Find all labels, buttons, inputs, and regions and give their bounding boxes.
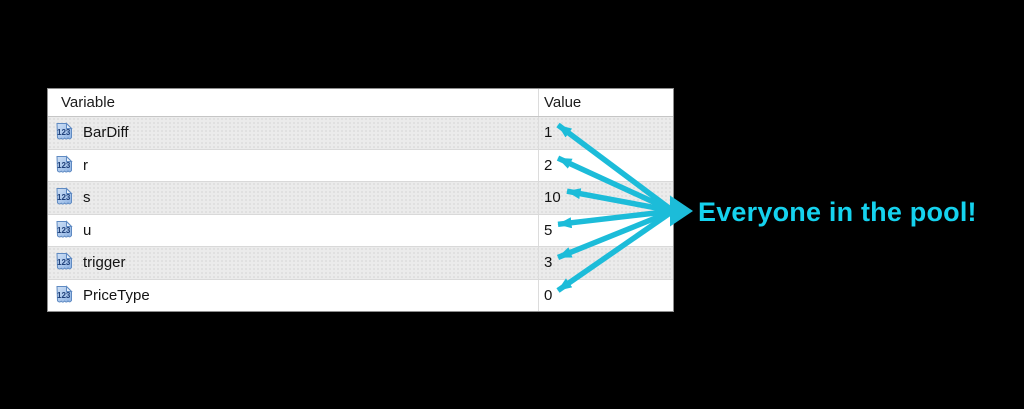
variable-value: 1 [544,124,553,142]
variable-name: BarDiff [83,124,129,142]
variable-cell: 123 r [48,150,538,182]
value-cell: 10 [538,182,673,214]
numeric-variable-icon: 123 [54,220,75,241]
svg-text:123: 123 [57,291,71,300]
numeric-variable-icon: 123 [54,122,75,143]
table-row[interactable]: 123 s 10 [48,181,673,214]
variable-name: PriceType [83,286,150,304]
variable-name: trigger [83,254,126,272]
numeric-variable-icon: 123 [54,187,75,208]
value-cell: 1 [538,117,673,149]
value-cell: 5 [538,214,673,246]
variable-value: 2 [544,156,553,174]
value-cell: 2 [538,149,673,181]
variable-cell: 123 trigger [48,247,538,279]
variable-value: 3 [544,254,553,272]
column-header-value-label: Value [544,94,582,111]
value-cell: 0 [538,279,673,311]
variable-value: 0 [544,286,553,304]
variable-value: 5 [544,221,553,239]
variable-cell: 123 s [48,182,538,214]
svg-text:123: 123 [57,226,71,235]
table-body: 123 BarDiff 1 123 [48,117,673,311]
svg-text:123: 123 [57,258,71,267]
variable-name: s [83,189,91,207]
column-header-value[interactable]: Value [538,89,673,116]
variable-cell: 123 BarDiff [48,117,538,149]
variable-cell: 123 PriceType [48,280,538,312]
table-header-row: Variable Value [48,89,673,117]
variable-name: u [83,221,92,239]
table-row[interactable]: 123 PriceType 0 [48,278,673,312]
numeric-variable-icon: 123 [54,155,75,176]
variable-cell: 123 u [48,215,538,247]
value-cell: 3 [538,247,673,279]
column-header-variable[interactable]: Variable [48,89,538,116]
annotation-label: Everyone in the pool! [698,197,977,227]
svg-text:123: 123 [57,128,71,137]
svg-text:123: 123 [57,193,71,202]
table-row[interactable]: 123 u 5 [48,213,673,247]
svg-text:123: 123 [57,161,71,170]
table-row[interactable]: 123 r 2 [48,148,673,182]
table-row[interactable]: 123 BarDiff 1 [48,117,673,149]
variable-name: r [83,156,88,174]
column-header-variable-label: Variable [61,94,115,111]
variables-watch-panel: Variable Value 123 [47,88,674,312]
numeric-variable-icon: 123 [54,252,75,273]
numeric-variable-icon: 123 [54,285,75,306]
variable-value: 10 [544,189,561,207]
table-row[interactable]: 123 trigger 3 [48,246,673,279]
